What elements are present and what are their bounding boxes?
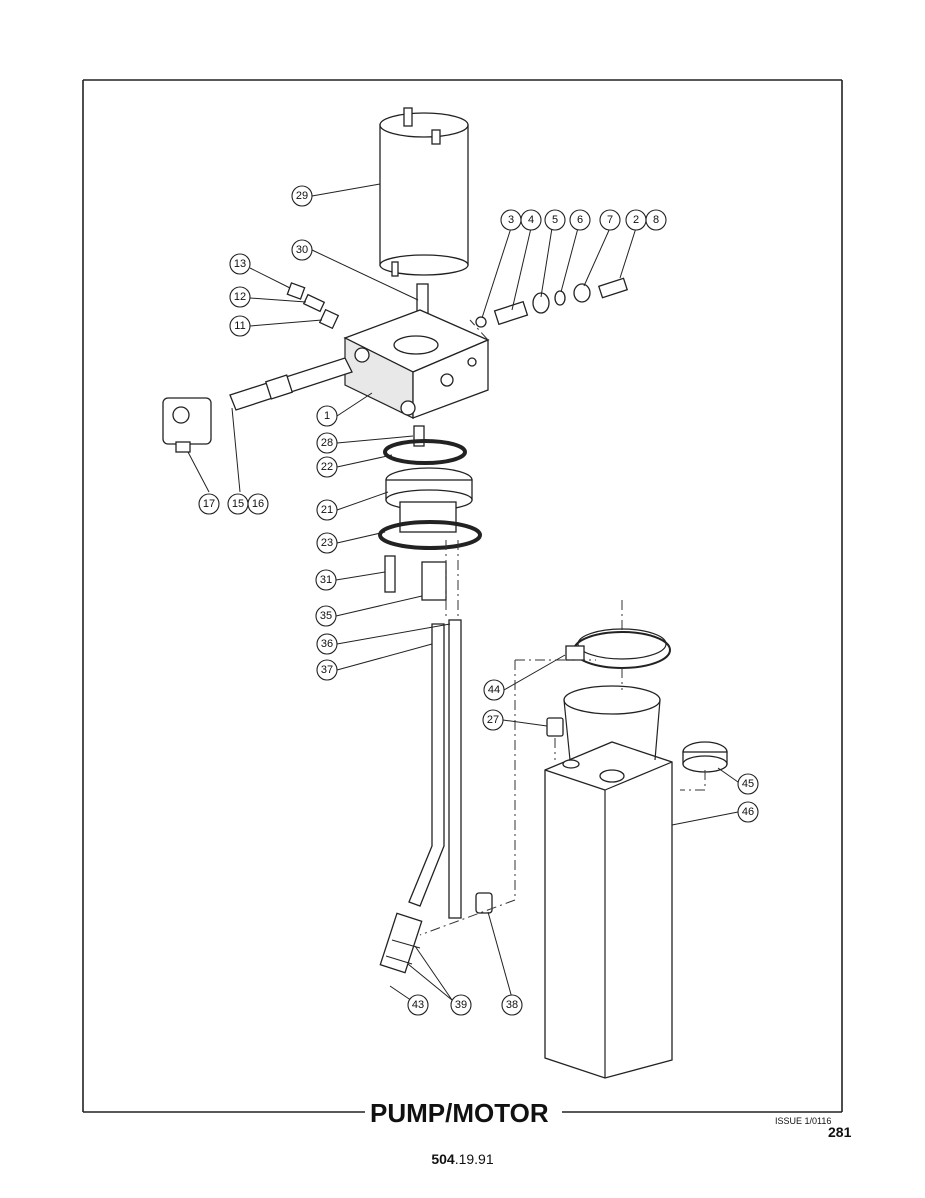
- callout-46: 46: [737, 801, 759, 823]
- svg-text:5: 5: [552, 214, 558, 226]
- svg-text:46: 46: [742, 806, 754, 818]
- callout-23: 23: [316, 532, 338, 554]
- callout-5: 5: [544, 209, 566, 231]
- svg-text:8: 8: [653, 214, 659, 226]
- callout-2: 2: [625, 209, 647, 231]
- callout-12: 12: [229, 286, 251, 308]
- callout-30: 30: [291, 239, 313, 261]
- reservoir-clamp: [565, 628, 671, 669]
- callout-35: 35: [315, 605, 337, 627]
- callout-28: 28: [316, 432, 338, 454]
- breather-fitting: [546, 717, 564, 737]
- svg-text:30: 30: [296, 244, 308, 256]
- svg-text:1: 1: [324, 410, 330, 422]
- svg-text:35: 35: [320, 610, 332, 622]
- page-number: 281: [828, 1124, 852, 1140]
- pump-block: [343, 309, 490, 419]
- svg-text:38: 38: [506, 999, 518, 1011]
- relief-valve-parts: [475, 277, 629, 328]
- callout-31: 31: [315, 569, 337, 591]
- callout-8: 8: [645, 209, 667, 231]
- callout-29: 29: [291, 185, 313, 207]
- plug: [475, 892, 493, 914]
- filter-and-clamps: [379, 912, 423, 974]
- svg-text:22: 22: [321, 461, 333, 473]
- svg-text:15: 15: [232, 498, 244, 510]
- callout-17: 17: [198, 493, 220, 515]
- callout-44: 44: [483, 679, 505, 701]
- filler-cap: [682, 741, 728, 773]
- document-number: 504.19.91: [0, 1151, 925, 1167]
- issue-label: ISSUE 1/0116: [775, 1116, 831, 1126]
- svg-text:7: 7: [607, 214, 613, 226]
- svg-text:2: 2: [633, 214, 639, 226]
- svg-text:37: 37: [321, 664, 333, 676]
- svg-text:21: 21: [321, 504, 333, 516]
- suction-tubes: [408, 540, 462, 919]
- svg-text:29: 29: [296, 190, 308, 202]
- svg-text:36: 36: [321, 638, 333, 650]
- callout-11: 11: [229, 315, 251, 337]
- motor: [379, 107, 469, 277]
- drawing-frame: [82, 79, 843, 1113]
- svg-text:12: 12: [234, 291, 246, 303]
- svg-text:4: 4: [528, 214, 534, 226]
- reservoir-tank: [544, 685, 673, 1079]
- svg-text:39: 39: [455, 999, 467, 1011]
- svg-text:3: 3: [508, 214, 514, 226]
- svg-text:23: 23: [321, 537, 333, 549]
- callout-1: 1: [316, 405, 338, 427]
- svg-text:28: 28: [321, 437, 333, 449]
- screw-and-fitting: [384, 555, 447, 601]
- svg-text:27: 27: [487, 714, 499, 726]
- doc-number-rest: .19.91: [454, 1151, 494, 1167]
- pump-assembly: [378, 425, 482, 550]
- callout-15: 15: [227, 493, 249, 515]
- cartridge-valve: [229, 357, 353, 411]
- callout-4: 4: [520, 209, 542, 231]
- callout-22: 22: [316, 456, 338, 478]
- callout-13: 13: [229, 253, 251, 275]
- solenoid-coil: [162, 397, 212, 453]
- callout-38: 38: [501, 994, 523, 1016]
- callout-27: 27: [482, 709, 504, 731]
- svg-text:16: 16: [252, 498, 264, 510]
- callout-7: 7: [599, 209, 621, 231]
- doc-number-bold: 504: [431, 1151, 455, 1167]
- callout-6: 6: [569, 209, 591, 231]
- drawing-title: PUMP/MOTOR: [370, 1098, 549, 1128]
- svg-text:45: 45: [742, 778, 754, 790]
- callout-45: 45: [737, 773, 759, 795]
- callout-3: 3: [500, 209, 522, 231]
- svg-text:11: 11: [234, 320, 245, 332]
- svg-text:31: 31: [320, 574, 332, 586]
- svg-text:17: 17: [203, 498, 215, 510]
- callout-36: 36: [316, 633, 338, 655]
- svg-text:43: 43: [412, 999, 424, 1011]
- callout-16: 16: [247, 493, 269, 515]
- leader-lines: [187, 183, 739, 1006]
- svg-text:13: 13: [234, 258, 246, 270]
- callout-39: 39: [450, 994, 472, 1016]
- svg-text:6: 6: [577, 214, 583, 226]
- svg-text:44: 44: [488, 684, 500, 696]
- callout-21: 21: [316, 499, 338, 521]
- callout-43: 43: [407, 994, 429, 1016]
- small-fittings: [286, 282, 340, 330]
- callout-37: 37: [316, 659, 338, 681]
- assembly-lines: [419, 319, 706, 936]
